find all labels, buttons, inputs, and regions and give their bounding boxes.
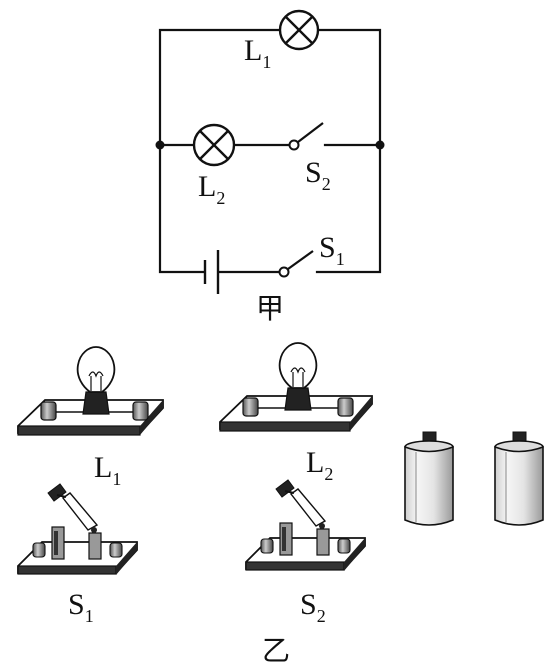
caption-yi: 乙 [262,634,290,666]
top-branch-wire [158,28,382,147]
lamp-l1-symbol [278,9,320,51]
label-yi-l2: L2 [306,446,333,484]
battery-cell-2 [494,431,544,526]
battery-symbol [203,250,220,294]
bottom-branch-wire [158,143,382,274]
switch-s2-symbol [288,122,324,151]
label-yi-s1: S1 [68,588,94,626]
label-yi-s2: S2 [300,588,326,626]
lamp-board-l2 [219,342,373,432]
knife-switch-s1 [17,483,138,575]
caption-jia: 甲 [256,292,284,325]
knife-switch-s2 [245,479,366,571]
components-yi: L1 L2 [17,342,544,666]
switch-s1-symbol [278,250,314,278]
label-l1: L1 [244,34,271,72]
circuit-diagram-jia: L1 L2 S2 S1 甲 [155,9,385,325]
lamp-l2-symbol [192,123,236,167]
battery-cell-1 [404,431,454,526]
label-s1: S1 [319,231,345,269]
label-l2: L2 [198,170,225,208]
label-s2: S2 [305,156,331,194]
lamp-board-l1 [17,346,164,436]
label-yi-l1: L1 [94,451,121,489]
